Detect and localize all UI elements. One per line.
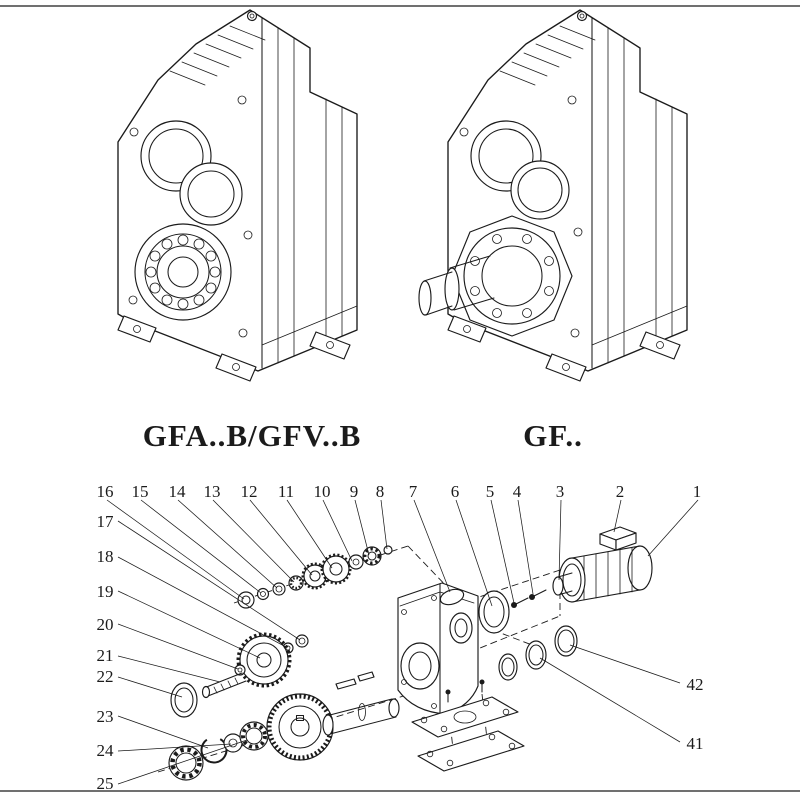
callout-numbers: 16 15 14 13 12 11 10 9 8 7 6 5 4 3 2 1 1…	[97, 482, 704, 793]
leader-lines	[106, 499, 699, 785]
callout-18: 18	[97, 547, 114, 566]
callout-10: 10	[314, 482, 331, 501]
callout-23: 23	[97, 707, 114, 726]
input-shaft-parts	[237, 545, 393, 609]
gear-housing	[397, 582, 479, 715]
exploded-view: 16 15 14 13 12 11 10 9 8 7 6 5 4 3 2 1 1…	[97, 482, 704, 793]
side-ribs	[261, 27, 358, 364]
callout-41: 41	[687, 734, 704, 753]
lifting-screw	[576, 10, 588, 22]
retaining-rings	[498, 625, 578, 681]
callout-8: 8	[376, 482, 385, 501]
callout-2: 2	[616, 482, 625, 501]
bolt-bosses	[128, 95, 253, 338]
shaft-key	[335, 678, 357, 690]
adapter-gasket	[478, 590, 510, 634]
callout-14: 14	[169, 482, 187, 501]
callout-20: 20	[97, 615, 114, 634]
circlip	[200, 736, 228, 764]
callout-16: 16	[97, 482, 114, 501]
mounting-bolts	[445, 589, 547, 703]
callout-12: 12	[241, 482, 258, 501]
terminal-box	[599, 526, 637, 551]
hollow-shaft	[322, 698, 400, 736]
callout-6: 6	[451, 482, 460, 501]
callout-9: 9	[350, 482, 359, 501]
caption-left: GFA..B/GFV..B	[143, 418, 362, 453]
callout-3: 3	[556, 482, 565, 501]
callout-42: 42	[687, 675, 704, 694]
output-bearing-bore	[134, 223, 232, 321]
callout-15: 15	[132, 482, 149, 501]
output-flange	[451, 215, 573, 337]
callout-24: 24	[97, 741, 115, 760]
mounting-feet	[117, 315, 351, 382]
oil-seal	[170, 682, 198, 718]
cooling-ribs	[169, 25, 266, 86]
output-shaft	[418, 255, 495, 316]
page-frame	[0, 5, 800, 792]
callout-21: 21	[97, 646, 114, 665]
callout-13: 13	[204, 482, 221, 501]
unit-drawing-left	[117, 9, 358, 382]
callout-19: 19	[97, 582, 114, 601]
output-shaft-parts	[168, 671, 400, 781]
side-ribs	[591, 27, 688, 364]
caption-right: GF..	[523, 418, 583, 453]
intermediate-gear-parts	[170, 632, 309, 718]
pinion-shaft	[201, 672, 247, 699]
cooling-ribs	[499, 25, 596, 86]
bolt-bosses	[459, 95, 583, 338]
callout-11: 11	[278, 482, 294, 501]
callout-17: 17	[97, 512, 115, 531]
cover-plates	[411, 696, 525, 772]
callout-25: 25	[97, 774, 114, 793]
callout-4: 4	[513, 482, 522, 501]
callout-5: 5	[486, 482, 495, 501]
bearing-bosses	[140, 120, 243, 226]
unit-drawing-right	[418, 9, 688, 382]
callout-7: 7	[409, 482, 418, 501]
callout-22: 22	[97, 667, 114, 686]
bearing-bosses	[470, 120, 570, 220]
motor-shaft	[552, 572, 573, 596]
shaft-key-2	[357, 671, 375, 682]
callout-1: 1	[693, 482, 702, 501]
mounting-feet	[447, 315, 681, 382]
motor-assembly	[552, 526, 653, 603]
lifting-screw	[246, 10, 258, 22]
